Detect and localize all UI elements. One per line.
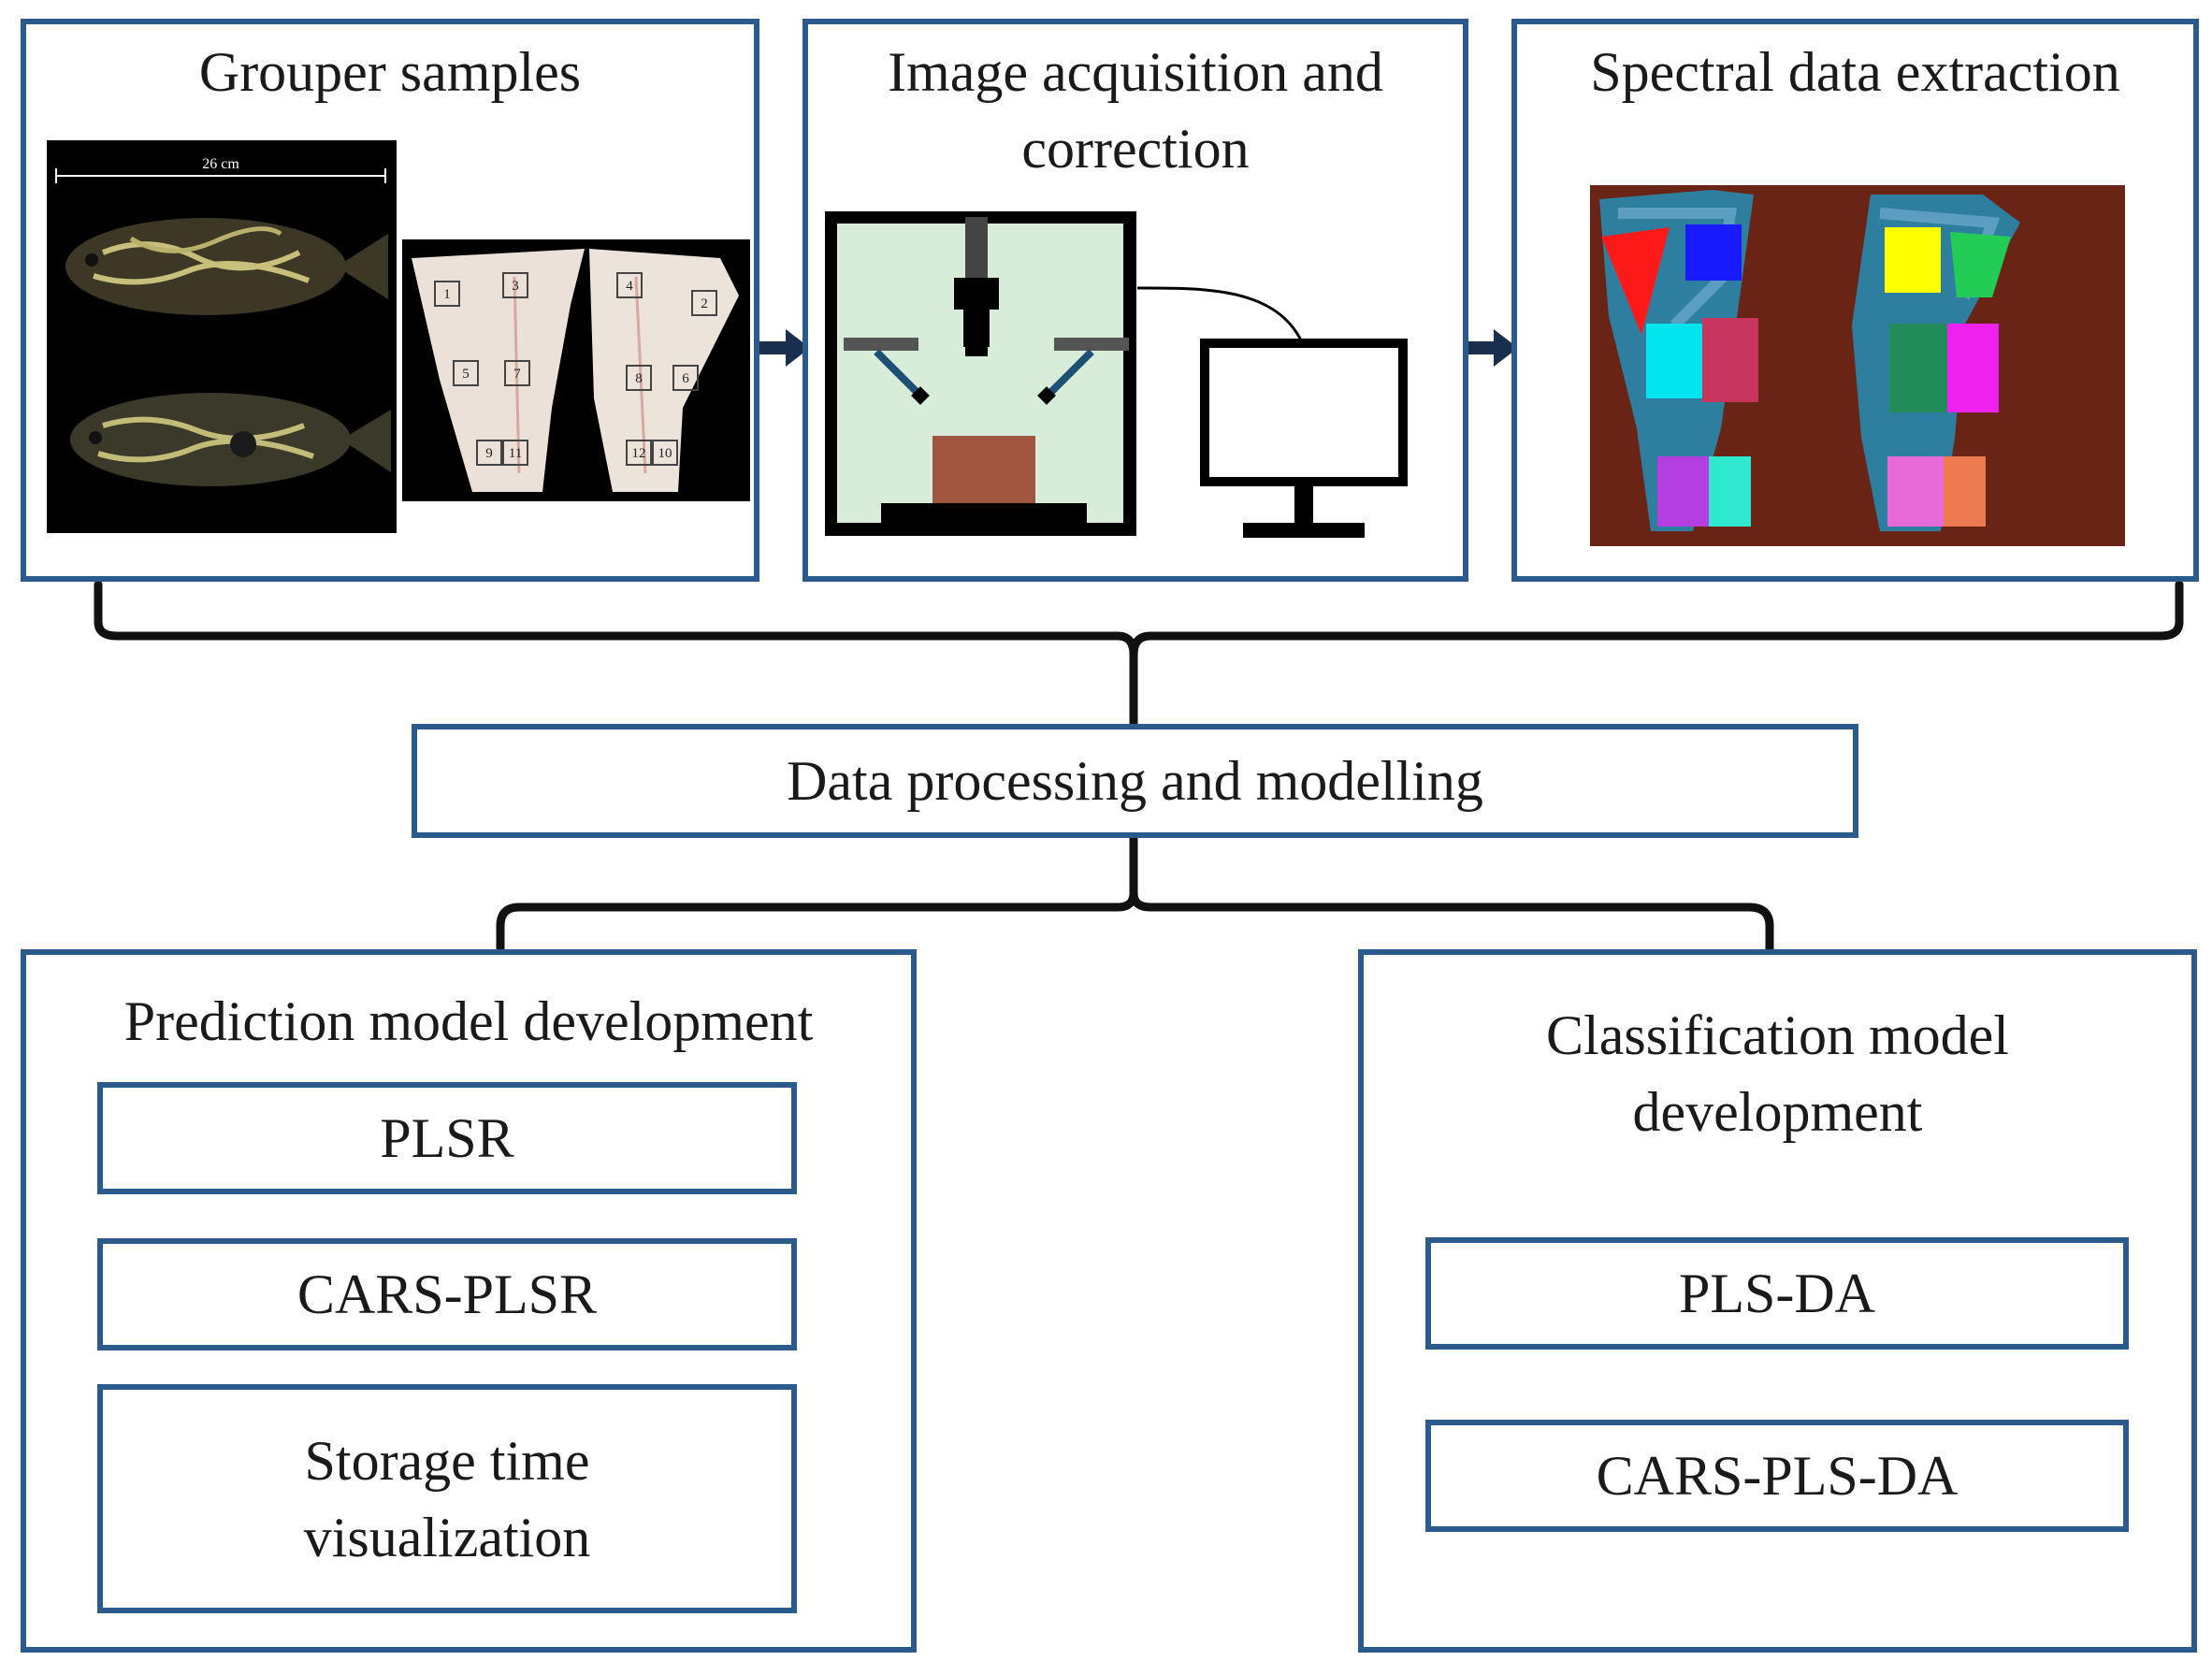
region-label: 8	[635, 371, 643, 386]
arrow-right-icon	[758, 329, 810, 367]
spectral-extraction-title: Spectral data extraction	[1590, 41, 2120, 103]
fillet-photo: 1 3 4 2 5 7 8 6 9 11 12 10	[402, 239, 750, 501]
roi-patch	[1685, 224, 1742, 281]
method-pls-da-label: PLS-DA	[1678, 1263, 1876, 1324]
roi-patch	[1885, 227, 1941, 293]
fish-top-icon	[65, 218, 388, 315]
top-bracket	[94, 580, 2184, 734]
region-label: 4	[626, 279, 633, 294]
fish-bottom-icon	[70, 393, 391, 486]
roi-patch	[1646, 324, 1702, 398]
roi-patch	[1709, 456, 1751, 527]
roi-patch	[1947, 324, 1999, 412]
method-plsr-label: PLSR	[380, 1107, 514, 1169]
roi-hyperspectral-image	[1590, 185, 2125, 546]
data-processing-box: Data processing and modelling	[412, 724, 1858, 838]
method-cars-pls-da-label: CARS-PLS-DA	[1596, 1445, 1959, 1507]
roi-patch	[1702, 318, 1758, 402]
computer-monitor-icon	[1200, 339, 1408, 538]
roi-patch	[1657, 456, 1709, 527]
grouper-samples-box: Grouper samples 26 cm	[21, 19, 759, 582]
method-storage-time-visualization: Storage time visualization	[97, 1384, 797, 1613]
image-acquisition-title: Image acquisition and correction	[888, 41, 1383, 180]
region-label: 5	[462, 367, 470, 382]
fish-length-label: 26 cm	[202, 156, 239, 172]
region-label: 9	[485, 446, 493, 461]
data-processing-label: Data processing and modelling	[787, 750, 1483, 812]
method-cars-pls-da: CARS-PLS-DA	[1425, 1420, 2129, 1532]
bottom-bracket	[496, 830, 1774, 954]
roi-patch	[1950, 232, 2011, 297]
method-cars-plsr-label: CARS-PLSR	[296, 1263, 598, 1325]
roi-patch	[1944, 456, 1986, 527]
region-label: 11	[509, 446, 522, 461]
roi-patch	[1889, 324, 1947, 412]
roi-patch	[1601, 227, 1670, 335]
camera-cable	[1136, 286, 1304, 343]
grouper-samples-title: Grouper samples	[198, 41, 582, 103]
prediction-model-title: Prediction model development	[123, 990, 814, 1052]
classification-model-title: Classification model development	[1546, 1004, 2009, 1143]
method-pls-da: PLS-DA	[1425, 1237, 2129, 1350]
image-acquisition-box: Image acquisition and correction	[802, 19, 1468, 582]
region-label: 6	[682, 371, 689, 386]
method-storage-time-label: Storage time visualization	[303, 1429, 591, 1568]
whole-fish-photo: 26 cm	[47, 140, 397, 533]
method-cars-plsr: CARS-PLSR	[97, 1238, 797, 1350]
region-label: 1	[443, 287, 451, 302]
arrow-right-icon	[1467, 329, 1518, 367]
roi-patch	[1887, 456, 1944, 527]
method-plsr: PLSR	[97, 1082, 797, 1194]
spectral-extraction-box: Spectral data extraction	[1511, 19, 2199, 582]
region-label: 12	[632, 446, 646, 461]
region-label: 3	[512, 279, 519, 294]
region-label: 10	[658, 446, 672, 461]
imaging-chamber-icon	[825, 211, 1136, 536]
region-label: 2	[701, 296, 708, 311]
region-label: 7	[513, 367, 521, 382]
